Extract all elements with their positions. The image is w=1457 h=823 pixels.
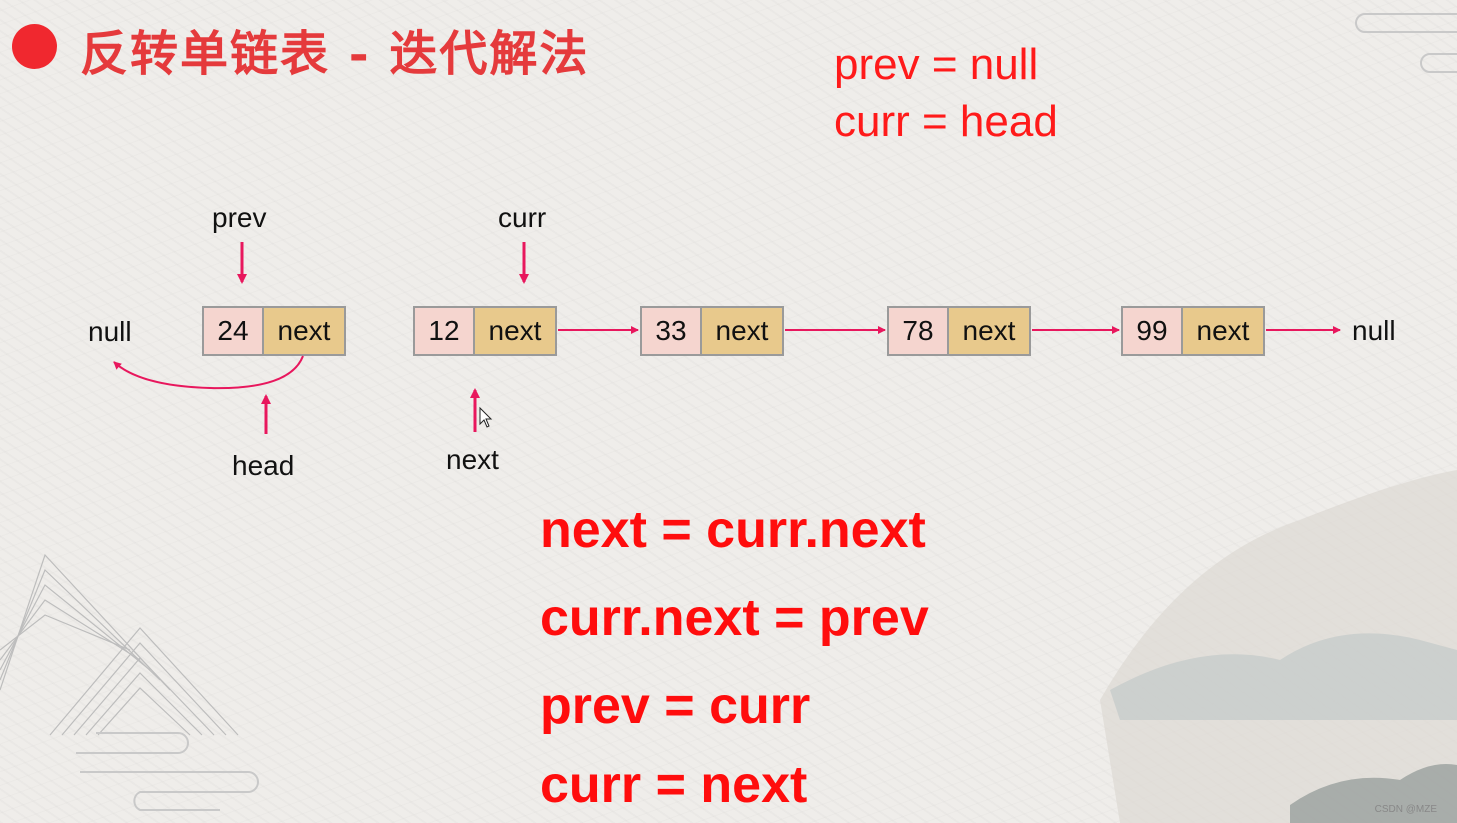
title-bullet [12, 24, 57, 69]
null-right-label: null [1352, 315, 1396, 346]
code-line-1: next = curr.next [540, 501, 926, 559]
node-value: 12 [415, 308, 475, 354]
list-node: 24 next [202, 306, 346, 356]
init-curr: curr = head [834, 97, 1058, 146]
node-next: next [702, 308, 782, 354]
next-pointer-label: next [446, 444, 499, 475]
slide-title: 反转单链表 - 迭代解法 [80, 26, 590, 82]
node-next: next [949, 308, 1029, 354]
watermark: CSDN @MZE [1374, 804, 1437, 815]
code-line-2: curr.next = prev [540, 589, 929, 647]
init-prev: prev = null [834, 40, 1039, 89]
code-line-3: prev = curr [540, 677, 811, 735]
list-node: 78 next [887, 306, 1031, 356]
node-next: next [475, 308, 555, 354]
reversed-link-arrow [113, 355, 304, 390]
node-value: 99 [1123, 308, 1183, 354]
null-left-label: null [88, 316, 132, 347]
prev-label: prev [212, 202, 267, 233]
list-node: 99 next [1121, 306, 1265, 356]
node-value: 78 [889, 308, 949, 354]
node-value: 33 [642, 308, 702, 354]
list-node: 33 next [640, 306, 784, 356]
head-label: head [232, 450, 295, 481]
list-node: 12 next [413, 306, 557, 356]
node-value: 24 [204, 308, 264, 354]
node-next: next [264, 308, 344, 354]
node-next: next [1183, 308, 1263, 354]
code-line-4: curr = next [540, 756, 808, 814]
mouse-cursor-icon [479, 406, 493, 428]
curr-label: curr [498, 202, 547, 233]
